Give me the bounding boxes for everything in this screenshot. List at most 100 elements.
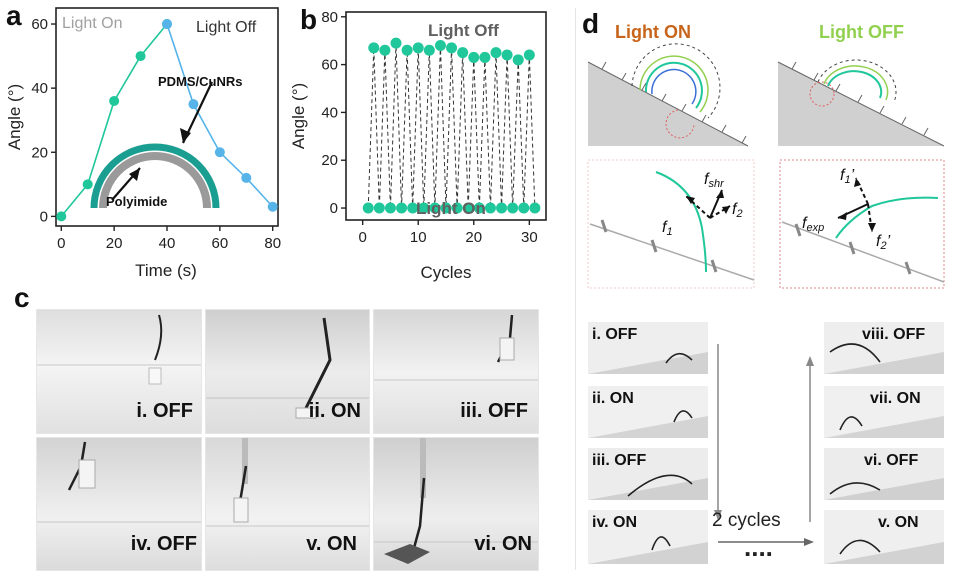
light-on-title: Light ON <box>615 22 691 42</box>
caption-c-vi: vi. ON <box>474 533 532 555</box>
f2-label: f <box>732 201 738 218</box>
data-point <box>440 202 452 214</box>
y-tick-label: 20 <box>31 144 48 161</box>
data-point <box>462 202 474 214</box>
data-point <box>446 42 458 54</box>
photo-c-iv: iv. OFF <box>36 437 202 571</box>
f-shr-label: f <box>704 171 710 188</box>
light-off-label-a: Light Off <box>196 19 257 36</box>
f1-prime-label: f <box>840 167 846 184</box>
polyimide-label: Polyimide <box>106 194 167 209</box>
data-point <box>512 54 524 66</box>
caption-c-ii: ii. ON <box>308 400 361 422</box>
data-point <box>429 202 441 214</box>
caption-c-iii: iii. OFF <box>460 400 528 422</box>
caption-d-i: i. OFF <box>592 326 638 343</box>
data-point <box>529 202 541 214</box>
data-point <box>418 202 430 214</box>
strip-d-v: v. ON <box>824 510 944 564</box>
y-tick-label: 60 <box>31 16 48 33</box>
svg-text:fshr: fshr <box>704 171 725 190</box>
strip-d-i: i. OFF <box>588 322 708 374</box>
photo-c-iii: iii. OFF <box>373 309 539 434</box>
data-point <box>401 44 413 56</box>
data-point <box>396 202 408 214</box>
x-tick-label: 10 <box>410 229 427 246</box>
data-point <box>214 147 225 158</box>
svg-text:f1’: f1’ <box>840 167 855 186</box>
data-point <box>82 179 93 190</box>
strip-d-viii: viii. OFF <box>824 322 944 374</box>
svg-text:f2: f2 <box>732 201 743 220</box>
photo-c-vi: vi. ON <box>373 437 539 571</box>
x-tick-label: 80 <box>264 235 281 252</box>
f2-prime-label: f <box>876 233 882 250</box>
data-point <box>407 202 419 214</box>
caption-c-iv: iv. OFF <box>130 533 197 555</box>
data-point <box>490 47 502 59</box>
panel-label-c: c <box>14 282 30 313</box>
series-line <box>166 23 274 208</box>
data-point <box>496 202 508 214</box>
f1-label: f <box>662 219 668 236</box>
data-point <box>267 201 278 212</box>
data-point <box>362 202 374 214</box>
f1-prime-mark: ’ <box>851 167 855 184</box>
data-point <box>379 44 391 56</box>
data-point <box>135 51 146 62</box>
data-point <box>518 202 530 214</box>
strip-d-iii: iii. OFF <box>588 448 708 500</box>
f1-sub: 1 <box>666 226 672 238</box>
svg-text:f2’: f2’ <box>876 233 891 252</box>
data-point <box>412 42 424 54</box>
data-point <box>373 202 385 214</box>
photo-c-ii: ii. ON <box>205 309 370 434</box>
svg-text:f1: f1 <box>662 219 673 238</box>
x-tick-label: 0 <box>358 229 366 246</box>
series-line <box>60 23 168 217</box>
light-on-label-b: Light On <box>416 199 486 218</box>
photo-c-v: v. ON <box>205 437 370 571</box>
strip-d-ii: ii. ON <box>588 386 708 438</box>
y-tick-label: 60 <box>321 57 338 74</box>
x-axis-label-a: Time (s) <box>135 261 197 280</box>
x-tick-label: 30 <box>521 229 538 246</box>
caption-d-vii: vii. ON <box>870 390 921 407</box>
data-point <box>241 172 252 183</box>
light-on-label-a: Light On <box>62 15 122 32</box>
f1-prime-sub: 1 <box>844 174 850 186</box>
data-point <box>479 51 491 63</box>
f-exp-label: f <box>802 215 808 232</box>
y-tick-label: 0 <box>40 208 48 225</box>
data-point <box>473 202 485 214</box>
cycle-arrows: 2 cycles .... <box>712 344 814 562</box>
y-tick-label: 40 <box>321 104 338 121</box>
panel-d-illustration: Light ON Light OFF fshr f1 f2 f1’ fexp f… <box>587 22 945 289</box>
caption-d-vi: vi. OFF <box>864 452 919 469</box>
data-point <box>484 202 496 214</box>
caption-c-i: i. OFF <box>136 400 193 422</box>
data-point <box>384 202 396 214</box>
data-point <box>109 95 120 106</box>
pdms-label: PDMS/CuNRs <box>158 74 243 89</box>
f2-sub: 2 <box>735 208 742 220</box>
f2-prime-mark: ’ <box>887 233 891 250</box>
caption-c-v: v. ON <box>306 533 357 555</box>
x-tick-label: 60 <box>212 235 229 252</box>
cycles-label: 2 cycles <box>712 510 781 531</box>
panel-divider <box>575 8 576 570</box>
light-off-label-b: Light Off <box>428 21 499 40</box>
y-tick-label: 0 <box>330 200 338 217</box>
data-point <box>501 49 513 61</box>
x-tick-label: 40 <box>159 235 176 252</box>
light-off-title: Light OFF <box>819 22 904 42</box>
f-exp-sub: exp <box>806 222 824 234</box>
x-tick-label: 0 <box>57 235 65 252</box>
y-tick-label: 40 <box>31 80 48 97</box>
data-point <box>423 44 435 56</box>
data-point <box>434 39 446 51</box>
f2-prime-sub: 2 <box>879 240 886 252</box>
strip-d-iv: iv. ON <box>588 510 708 564</box>
f-shr-sub: shr <box>708 178 725 190</box>
